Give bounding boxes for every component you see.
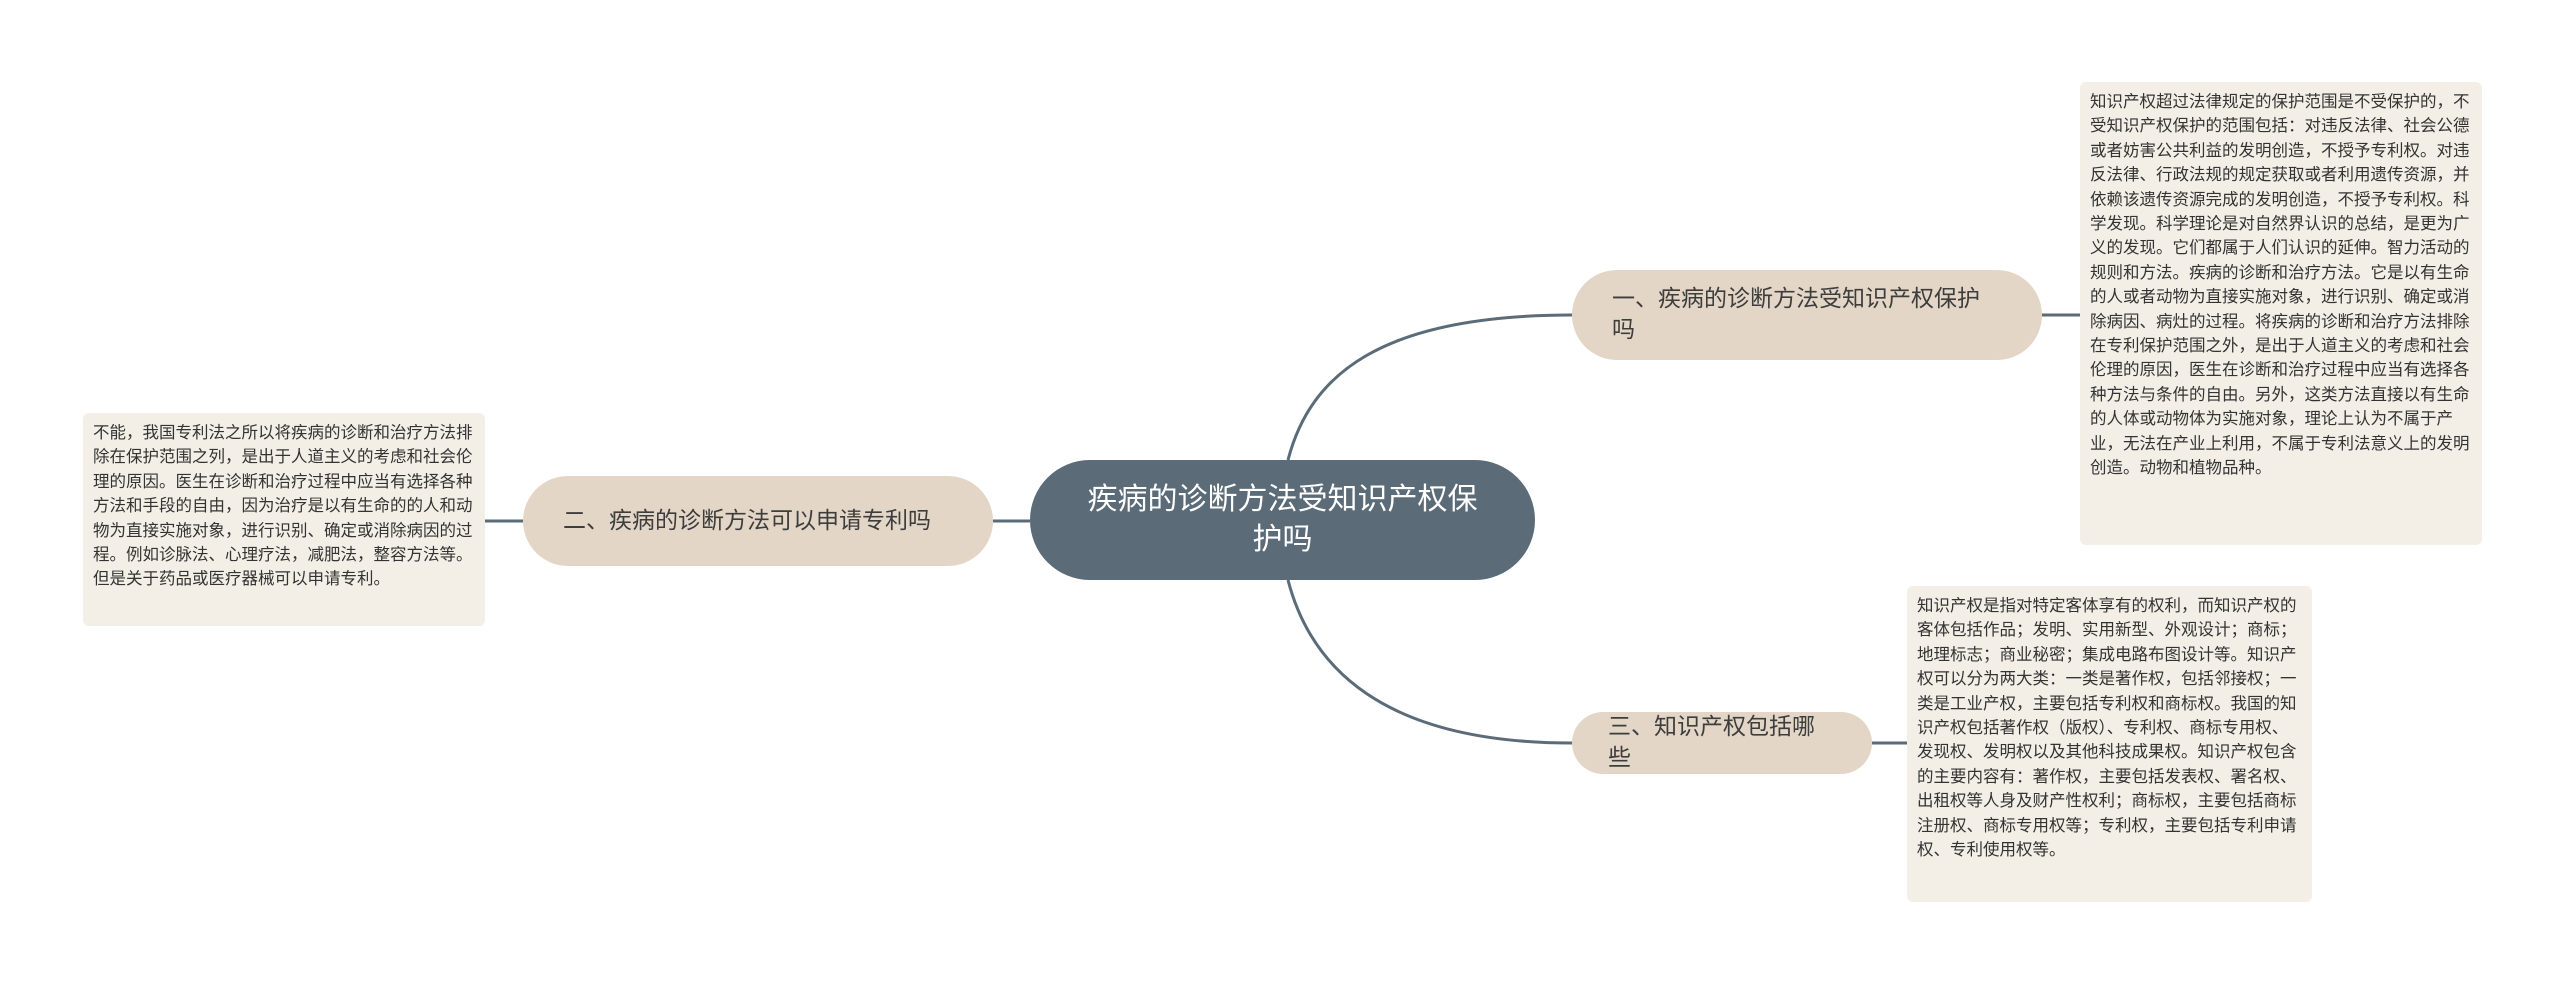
- connector-center-to-branch-3: [1286, 579, 1573, 745]
- branch-topic-3[interactable]: 三、知识产权包括哪些: [1572, 712, 1872, 774]
- branch-topic-1[interactable]: 一、疾病的诊断方法受知识产权保护吗: [1572, 270, 2042, 360]
- detail-note-1-text: 知识产权超过法律规定的保护范围是不受保护的，不受知识产权保护的范围包括：对违反法…: [2090, 92, 2470, 478]
- branch-topic-1-label: 一、疾病的诊断方法受知识产权保护吗: [1612, 286, 1980, 343]
- detail-note-3[interactable]: 知识产权是指对特定客体享有的权利，而知识产权的客体包括作品；发明、实用新型、外观…: [1907, 586, 2312, 902]
- center-topic[interactable]: 疾病的诊断方法受知识产权保护吗: [1030, 460, 1535, 580]
- branch-topic-2-label: 二、疾病的诊断方法可以申请专利吗: [563, 507, 931, 534]
- branch-topic-3-label: 三、知识产权包括哪些: [1608, 714, 1815, 771]
- connector-center-to-branch-1: [1286, 313, 1573, 461]
- detail-note-2[interactable]: 不能，我国专利法之所以将疾病的诊断和治疗方法排除在保护范围之列，是出于人道主义的…: [83, 413, 485, 626]
- detail-note-2-text: 不能，我国专利法之所以将疾病的诊断和治疗方法排除在保护范围之列，是出于人道主义的…: [93, 423, 473, 589]
- detail-note-1[interactable]: 知识产权超过法律规定的保护范围是不受保护的，不受知识产权保护的范围包括：对违反法…: [2080, 82, 2482, 545]
- detail-note-3-text: 知识产权是指对特定客体享有的权利，而知识产权的客体包括作品；发明、实用新型、外观…: [1917, 596, 2297, 860]
- center-topic-label: 疾病的诊断方法受知识产权保护吗: [1087, 482, 1478, 557]
- branch-topic-2[interactable]: 二、疾病的诊断方法可以申请专利吗: [523, 476, 993, 566]
